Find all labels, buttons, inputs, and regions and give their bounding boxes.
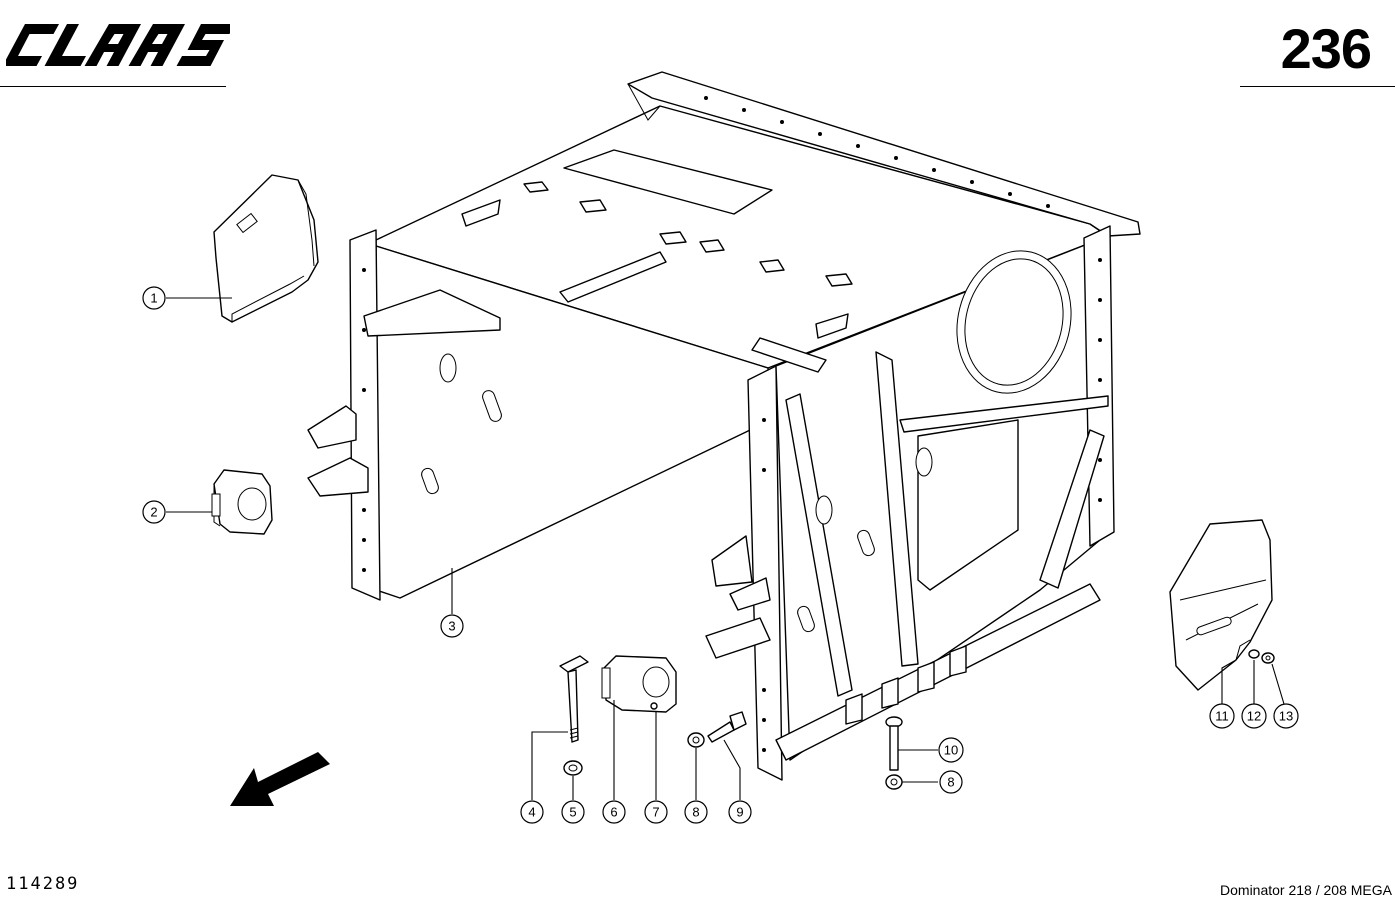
- callout-6: 6: [602, 800, 626, 824]
- svg-text:5: 5: [569, 805, 576, 820]
- part-11-cover-plate: [1169, 519, 1273, 691]
- header-rule-right: [1240, 86, 1395, 87]
- part-2-bearing-block: [211, 469, 273, 535]
- svg-text:10: 10: [944, 743, 958, 758]
- leader-lines: [166, 297, 1285, 800]
- svg-text:6: 6: [610, 805, 617, 820]
- svg-text:8: 8: [692, 805, 699, 820]
- arrow-down-left-icon: [230, 752, 330, 806]
- svg-text:11: 11: [1215, 709, 1229, 724]
- svg-text:9: 9: [736, 805, 743, 820]
- svg-text:1: 1: [150, 291, 157, 306]
- callout-3: 3: [440, 614, 464, 638]
- page-number: 236: [1280, 17, 1372, 80]
- part-9-bolt: [707, 711, 747, 743]
- part-10-bolt: [885, 716, 903, 771]
- svg-text:8: 8: [947, 775, 954, 790]
- part-8-nut-left: [687, 732, 705, 748]
- part-8-nut-right: [885, 774, 903, 790]
- callout-8-right: 8: [939, 770, 963, 794]
- callout-13: 13: [1273, 703, 1299, 729]
- svg-text:3: 3: [448, 619, 455, 634]
- callout-9: 9: [728, 800, 752, 824]
- callout-2: 2: [142, 500, 166, 524]
- callout-1: 1: [142, 286, 166, 310]
- claas-logo: [6, 24, 230, 66]
- model-name: Dominator 218 / 208 MEGA: [1220, 882, 1392, 898]
- callout-12: 12: [1241, 703, 1267, 729]
- svg-text:7: 7: [652, 805, 659, 820]
- part-4-bolt: [559, 655, 589, 743]
- svg-text:12: 12: [1247, 709, 1261, 724]
- svg-text:13: 13: [1279, 709, 1293, 724]
- part-6-bearing-block: [601, 655, 677, 713]
- callout-7: 7: [644, 800, 668, 824]
- callout-11: 11: [1209, 703, 1235, 729]
- svg-text:2: 2: [150, 505, 157, 520]
- drawing-number: 114289: [6, 874, 80, 894]
- callout-8-left: 8: [684, 800, 708, 824]
- part-12-washer: [1248, 649, 1260, 659]
- part-3-main-frame: [307, 71, 1141, 781]
- part-13-nut: [1261, 652, 1275, 664]
- callout-5: 5: [561, 800, 585, 824]
- callout-10: 10: [938, 737, 964, 763]
- svg-text:4: 4: [528, 805, 535, 820]
- callout-4: 4: [520, 800, 544, 824]
- part-7-screw: [650, 702, 658, 710]
- part-5-nut: [563, 760, 583, 776]
- header-rule-left: [0, 86, 226, 87]
- part-1-cover-plate: [213, 174, 319, 323]
